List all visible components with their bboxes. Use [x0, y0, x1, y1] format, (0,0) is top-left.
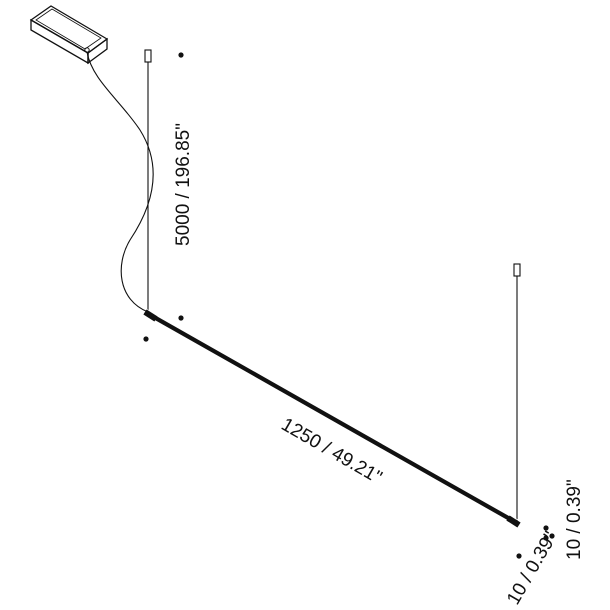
bar-end-cap	[143, 309, 158, 322]
dimension-dot	[516, 553, 522, 559]
dimension-dot	[178, 315, 184, 321]
left-suspension	[144, 49, 152, 312]
depth-dimension-label: 10 / 0.39"	[564, 479, 585, 560]
dimension-dot	[549, 533, 555, 539]
right-suspension	[513, 263, 521, 522]
ceiling-canopy	[29, 5, 109, 65]
height-dimension-label: 5000 / 196.85"	[173, 123, 194, 246]
bar-end-cap	[506, 515, 521, 528]
cable-grommet	[84, 47, 90, 53]
width-dimension-label: 10 / 0.39"	[503, 528, 562, 608]
length-dimension-label: 1250 / 49.21"	[278, 414, 386, 488]
dimension-dot	[143, 336, 149, 342]
linear-light-bar	[143, 308, 521, 528]
dimension-dot	[543, 525, 549, 531]
power-cable	[86, 51, 154, 313]
dimension-dot	[543, 535, 549, 541]
dimension-dot	[178, 52, 184, 58]
